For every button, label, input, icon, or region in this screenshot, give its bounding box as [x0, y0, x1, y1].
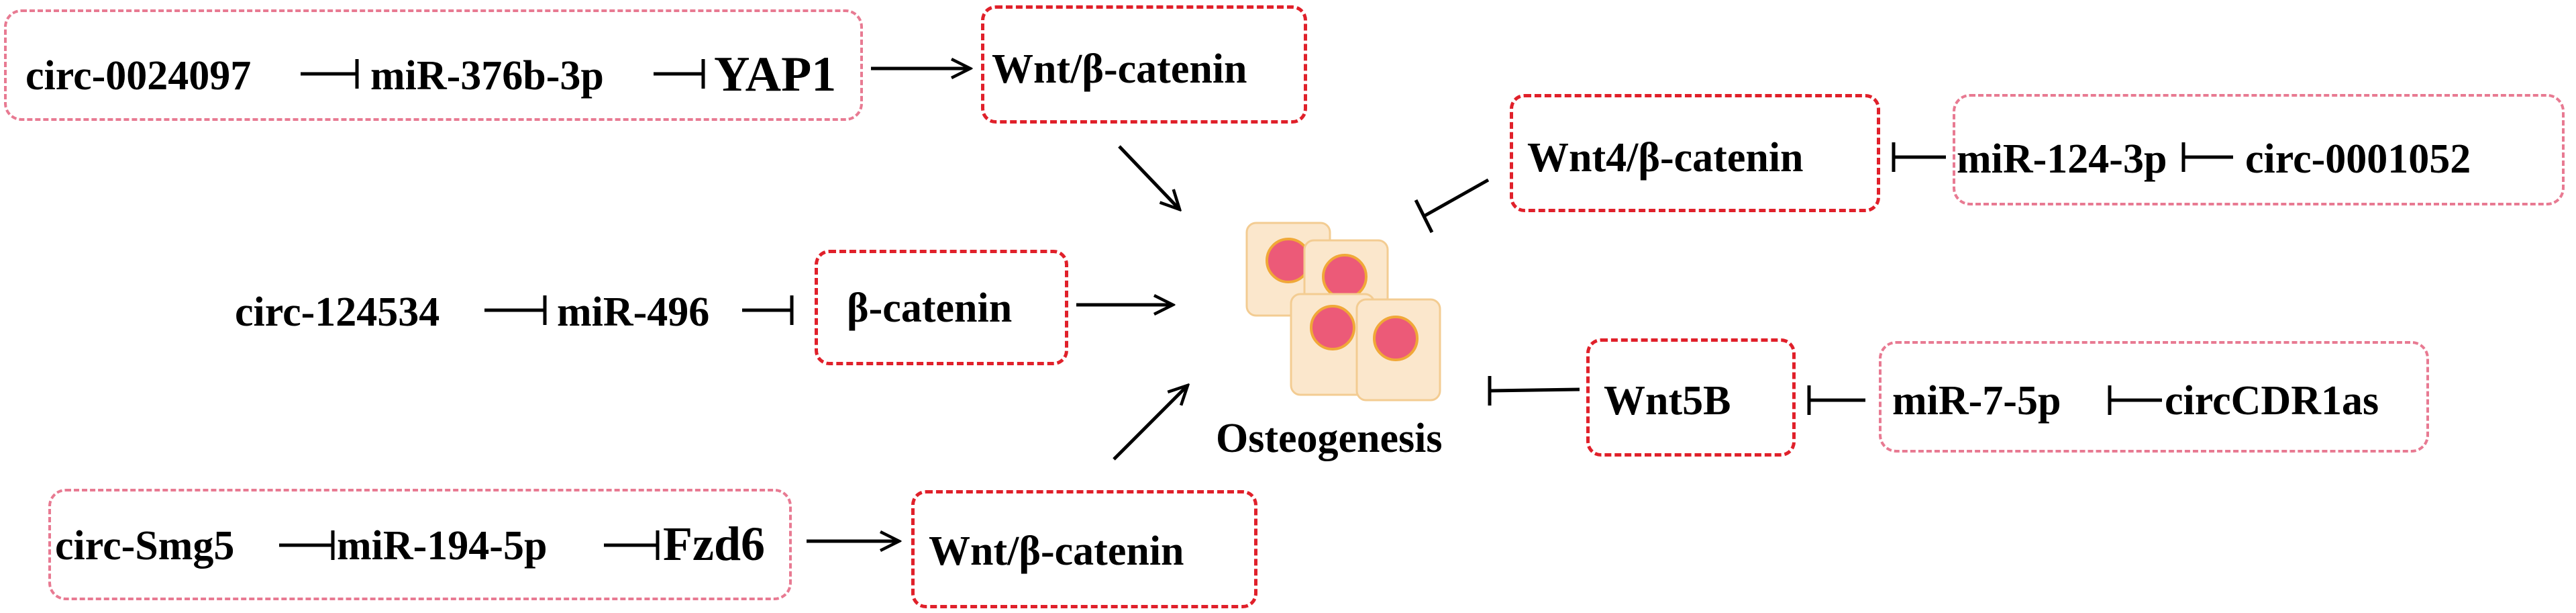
bottom-left-target-label: Fzd6 [663, 517, 765, 571]
inhibit-mir7-wnt5b [1807, 385, 1865, 415]
middle-right-circrna-label: circCDR1as [2165, 378, 2379, 424]
top-left-chain-box [4, 9, 863, 121]
middle-right-pathway-box [1586, 338, 1796, 457]
bottom-left-mirna-label: miR-194-5p [337, 523, 548, 569]
top-right-chain-box [1953, 94, 2565, 205]
top-left-pathway-box [981, 5, 1307, 124]
middle-left-pathway-label: β-catenin [847, 285, 1013, 331]
inhibit-circcdr1as-mir7 [2108, 385, 2162, 415]
arrow-bottom-wnt-to-osteogenesis [1113, 385, 1188, 461]
top-left-circrna-label: circ-0024097 [25, 53, 252, 99]
inhibit-circ0024097-mir376b [301, 59, 359, 89]
inhibit-mir194-fzd6 [604, 530, 660, 560]
top-right-pathway-box [1510, 94, 1880, 212]
bottom-left-pathway-label: Wnt/β-catenin [929, 528, 1184, 574]
bottom-left-circrna-label: circ-Smg5 [55, 523, 235, 569]
inhibit-circ124534-mir496 [484, 295, 547, 325]
bottom-left-chain-box [48, 489, 792, 600]
inhibit-mir124-wnt4 [1892, 142, 1946, 172]
osteogenesis-label: Osteogenesis [1216, 416, 1443, 461]
middle-right-mirna-label: miR-7-5p [1892, 378, 2061, 424]
top-right-pathway-label: Wnt4/β-catenin [1527, 135, 1804, 181]
inhibit-mir496-beta-catenin [742, 295, 794, 325]
bottom-left-pathway-box [911, 490, 1257, 608]
inhibit-mir376b-yap1 [654, 59, 705, 89]
top-left-target-label: YAP1 [714, 47, 837, 102]
middle-left-circrna-label: circ-124534 [235, 289, 440, 335]
inhibit-wnt5b-osteogenesis [1488, 376, 1580, 406]
middle-left-pathway-box [815, 250, 1068, 365]
top-right-circrna-label: circ-0001052 [2245, 136, 2471, 182]
top-left-mirna-label: miR-376b-3p [370, 53, 604, 99]
top-left-pathway-label: Wnt/β-catenin [992, 46, 1247, 92]
top-right-mirna-label: miR-124-3p [1957, 136, 2167, 182]
arrow-top-wnt-to-osteogenesis [1118, 145, 1180, 209]
osteoblast-cells-icon [1245, 222, 1441, 402]
middle-left-mirna-label: miR-496 [557, 289, 710, 335]
inhibit-circsmg5-mir194 [279, 530, 335, 560]
inhibit-wnt4-osteogenesis [1414, 178, 1490, 234]
middle-right-pathway-label: Wnt5B [1604, 378, 1731, 424]
middle-right-chain-box [1879, 341, 2429, 453]
inhibit-circ0001052-mir124 [2181, 142, 2233, 172]
